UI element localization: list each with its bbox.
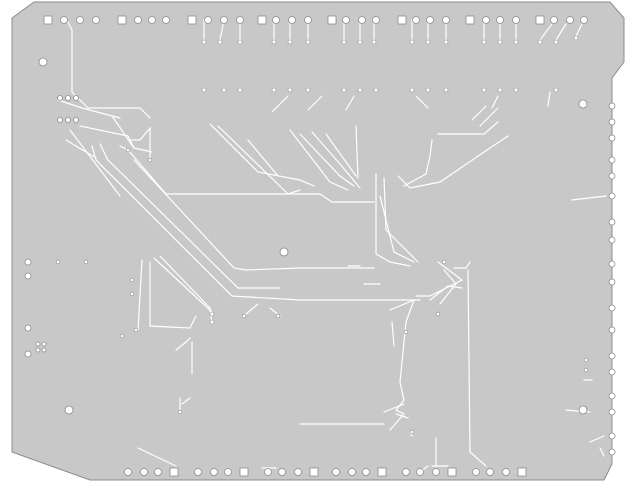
top-header-pads: [43, 15, 588, 25]
left-side-pads: [24, 95, 79, 358]
right-header-pads: [608, 102, 616, 456]
board-outline: [11, 1, 625, 481]
traces: [57, 19, 607, 473]
bottom-header-pads: [124, 467, 527, 477]
mounting-holes: [38, 57, 588, 415]
via-row-upper: [55, 35, 589, 435]
